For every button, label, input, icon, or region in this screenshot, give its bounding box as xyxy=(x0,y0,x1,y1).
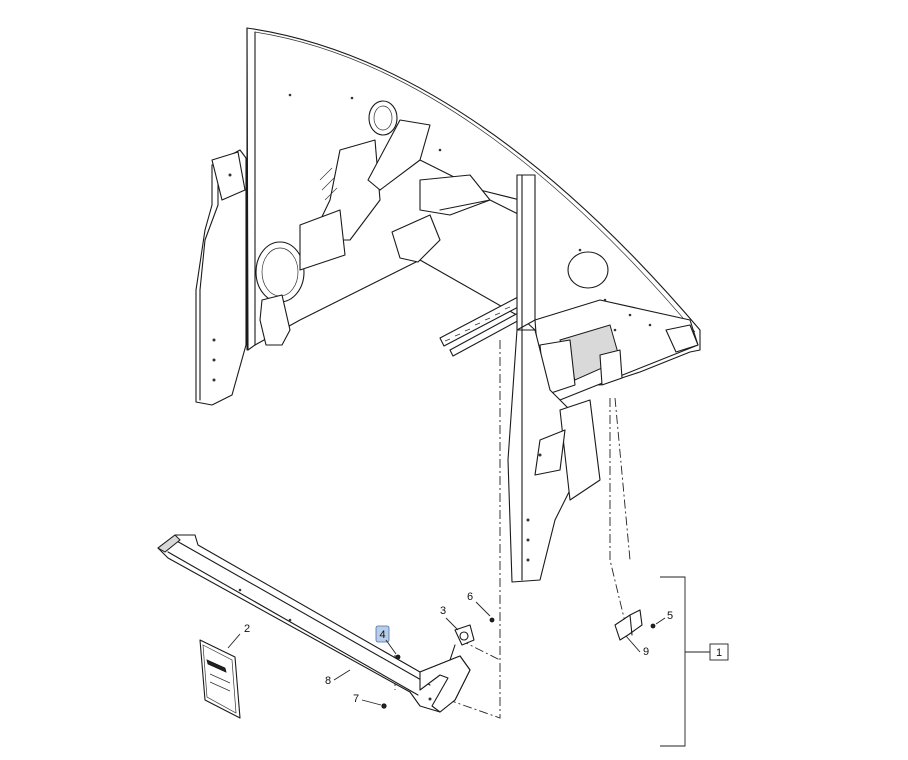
svg-text:6: 6 xyxy=(467,591,473,603)
part-bracket xyxy=(614,609,643,641)
subassembly-bracket xyxy=(660,576,710,747)
callout-5[interactable]: 5 xyxy=(655,610,673,625)
svg-text:9: 9 xyxy=(643,646,649,658)
svg-text:5: 5 xyxy=(667,610,673,622)
callout-6[interactable]: 6 xyxy=(467,591,491,617)
svg-text:3: 3 xyxy=(440,605,446,617)
svg-text:4: 4 xyxy=(379,629,385,641)
part-hardware xyxy=(381,617,656,709)
callout-1[interactable]: 1 xyxy=(709,643,729,661)
callout-7[interactable]: 7 xyxy=(353,693,382,706)
part-rail xyxy=(157,534,471,713)
svg-text:1: 1 xyxy=(716,647,722,659)
callout-4[interactable]: 4 xyxy=(375,625,397,655)
machine-frame xyxy=(195,27,701,583)
callout-9[interactable]: 9 xyxy=(625,635,649,658)
svg-text:2: 2 xyxy=(244,623,250,635)
callout-3[interactable]: 3 xyxy=(440,605,459,631)
part-latch xyxy=(449,624,475,661)
part-decal xyxy=(199,639,241,719)
callout-2[interactable]: 2 xyxy=(227,623,250,649)
callout-8[interactable]: 8 xyxy=(325,669,351,687)
svg-text:8: 8 xyxy=(325,675,331,687)
svg-text:7: 7 xyxy=(353,693,359,705)
